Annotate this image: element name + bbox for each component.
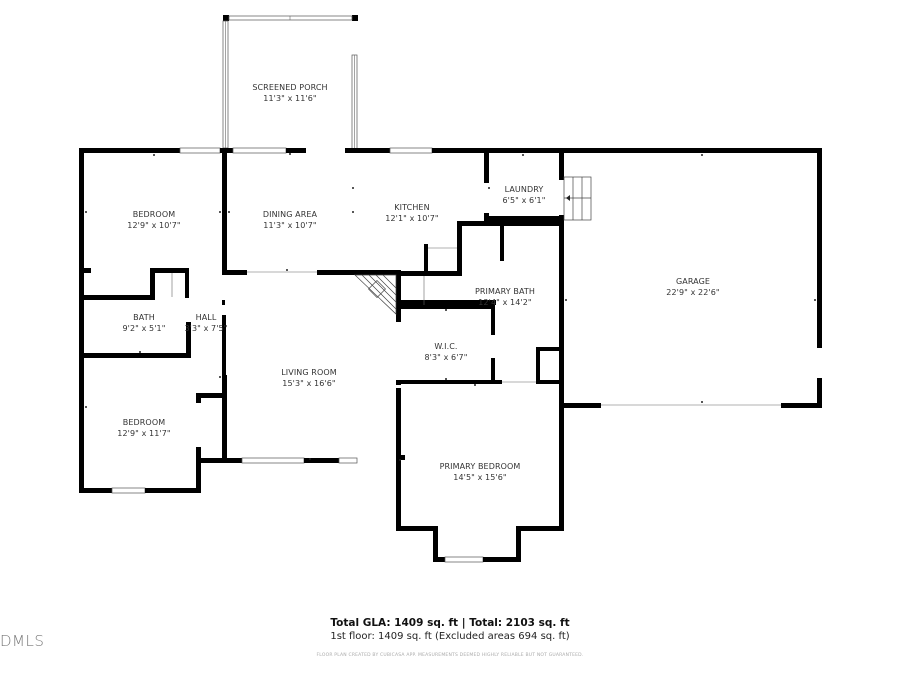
- room-name: BATH: [133, 313, 155, 322]
- room-name: HALL: [195, 313, 217, 322]
- room-label-living-room: LIVING ROOM 15'3" x 16'6": [281, 367, 337, 389]
- room-dimensions: 12'9" x 10'7": [127, 221, 181, 230]
- room-dimensions: 12'4" x 14'2": [478, 298, 532, 307]
- room-label-kitchen: KITCHEN 12'1" x 10'7": [385, 202, 438, 224]
- room-dimensions: 15'3" x 16'6": [282, 379, 336, 388]
- room-label-wic: W.I.C. 8'3" x 6'7": [424, 341, 467, 363]
- room-label-garage: GARAGE 22'9" x 22'6": [666, 276, 719, 298]
- room-label-primary-bedroom: PRIMARY BEDROOM 14'5" x 15'6": [440, 461, 521, 483]
- room-name: SCREENED PORCH: [252, 83, 328, 92]
- total-area: Total GLA: 1409 sq. ft | Total: 2103 sq.…: [330, 617, 570, 629]
- room-dimensions: 9'2" x 5'1": [122, 324, 166, 333]
- room-dimensions: 22'9" x 22'6": [666, 288, 720, 297]
- room-label-dining-area: DINING AREA 11'3" x 10'7": [263, 209, 317, 231]
- room-dimensions: 6'5" x 6'1": [502, 196, 546, 205]
- stairs-living-corner: [354, 274, 397, 315]
- room-name: LIVING ROOM: [281, 368, 337, 377]
- room-dimensions: 11'3" x 10'7": [263, 221, 317, 230]
- room-name: PRIMARY BATH: [474, 287, 536, 296]
- room-dimensions: 12'1" x 10'7": [385, 214, 439, 223]
- room-name: DINING AREA: [262, 210, 318, 219]
- room-name: W.I.C.: [434, 342, 458, 351]
- measurement-ticks: [85, 153, 816, 461]
- room-dimensions: 14'5" x 15'6": [453, 473, 507, 482]
- room-name: BEDROOM: [122, 418, 166, 427]
- exterior-walls: [79, 147, 822, 563]
- room-dimensions: 11'3" x 11'6": [263, 94, 317, 103]
- room-label-screened-porch: SCREENED PORCH 11'3" x 11'6": [252, 82, 327, 104]
- room-dimensions: 12'9" x 11'7": [117, 429, 171, 438]
- room-name: GARAGE: [675, 277, 711, 286]
- room-label-primary-bath: PRIMARY BATH 12'4" x 14'2": [475, 286, 535, 308]
- room-label-bedroom-1: BEDROOM 12'9" x 10'7": [127, 209, 180, 231]
- room-label-bedroom-2: BEDROOM 12'9" x 11'7": [117, 417, 170, 439]
- area-summary: Total GLA: 1409 sq. ft | Total: 2103 sq.…: [0, 617, 900, 643]
- room-name: KITCHEN: [394, 203, 430, 212]
- stairs-garage: [563, 176, 592, 221]
- dmls-logo: DMLS: [0, 632, 45, 650]
- interior-walls: [79, 148, 564, 463]
- room-name: LAUNDRY: [504, 185, 544, 194]
- room-label-bath: BATH 9'2" x 5'1": [122, 312, 165, 334]
- room-name: PRIMARY BEDROOM: [439, 462, 521, 471]
- room-dimensions: 3'3" x 7'5": [184, 324, 228, 333]
- floor-area: 1st floor: 1409 sq. ft (Excluded areas 6…: [330, 631, 570, 642]
- disclaimer: FLOOR PLAN CREATED BY CUBICASA APP. MEAS…: [316, 653, 584, 658]
- room-label-laundry: LAUNDRY 6'5" x 6'1": [502, 184, 545, 206]
- screened-porch-walls: [222, 15, 358, 151]
- room-name: BEDROOM: [132, 210, 176, 219]
- room-dimensions: 8'3" x 6'7": [424, 353, 468, 362]
- room-label-hall: HALL 3'3" x 7'5": [184, 312, 227, 334]
